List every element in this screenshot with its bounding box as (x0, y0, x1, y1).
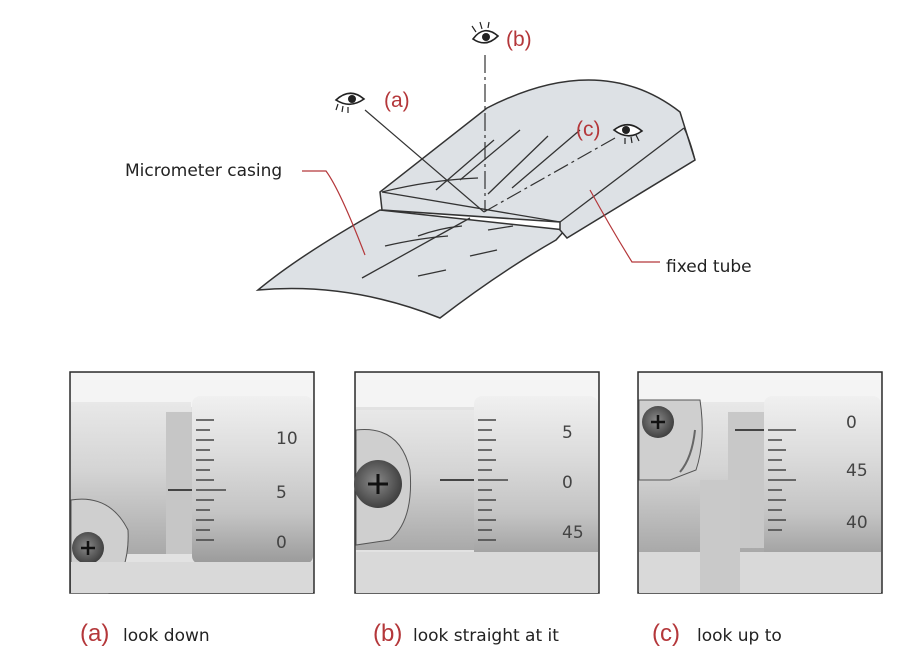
caption-c-letter: (c) (652, 620, 680, 647)
eye-b-label: (b) (506, 28, 532, 51)
photo-a-scale-10: 10 (276, 429, 298, 449)
micrometer-schematic: Micrometer casing fixed tube (a) (b) (c) (125, 21, 752, 319)
eye-c-label: (c) (576, 118, 601, 141)
caption-b-letter: (b) (373, 620, 403, 647)
eye-b-icon (471, 21, 500, 44)
photo-a-scale-0: 0 (276, 533, 287, 553)
micrometer-casing-label: Micrometer casing (125, 161, 282, 181)
photo-c: 0 45 40 (637, 371, 883, 594)
eye-a-icon (334, 92, 366, 113)
eye-a-label: (a) (384, 89, 410, 112)
photo-b-scale-45: 45 (562, 523, 584, 543)
photo-a-scale-5: 5 (276, 483, 287, 503)
caption-b-text: look straight at it (413, 626, 559, 646)
photo-a: 10 5 0 (69, 371, 315, 594)
photo-b-scale-0: 0 (562, 473, 573, 493)
fixed-tube-label: fixed tube (666, 257, 752, 277)
caption-a-text: look down (123, 626, 210, 646)
micrometer-casing-shape (255, 209, 567, 319)
fixed-tube-shape (379, 79, 696, 239)
photo-c-scale-40: 40 (846, 513, 868, 533)
photo-b-scale-5: 5 (562, 423, 573, 443)
caption-a-letter: (a) (80, 620, 110, 647)
caption-c-text: look up to (697, 626, 782, 646)
photo-c-scale-0: 0 (846, 413, 857, 433)
photo-b: 5 0 45 (354, 371, 600, 594)
photo-c-scale-45: 45 (846, 461, 868, 481)
eye-c-icon (612, 123, 644, 144)
